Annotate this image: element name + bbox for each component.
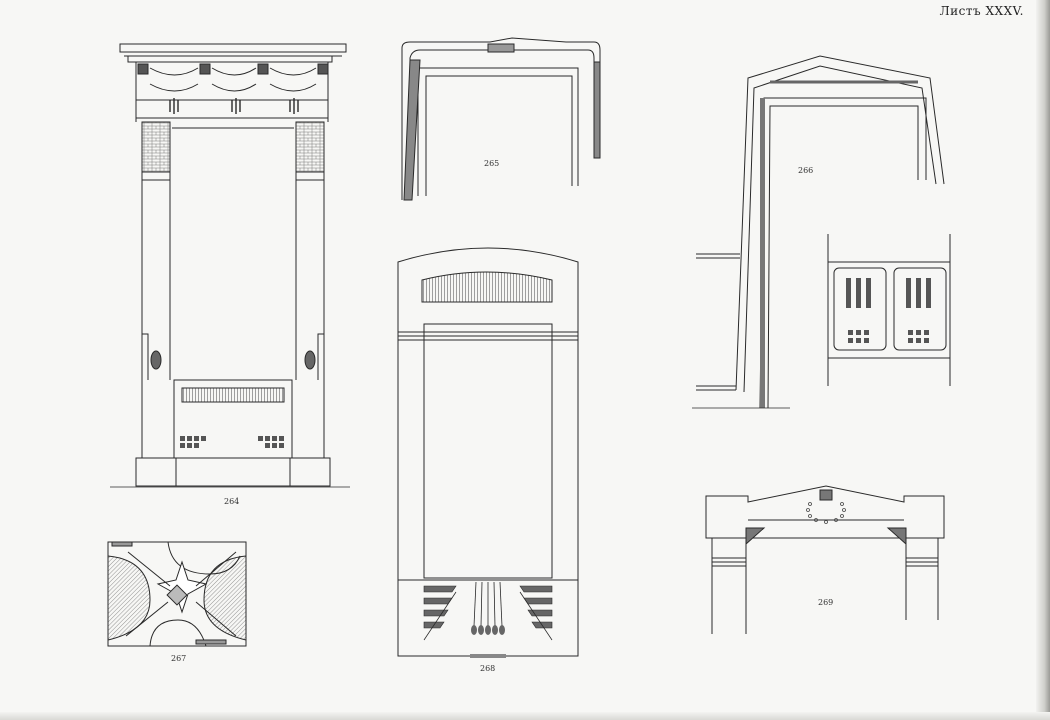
figure-264	[110, 43, 350, 488]
figure-268	[397, 247, 579, 658]
figure-265	[401, 37, 601, 201]
figure-267	[107, 541, 247, 647]
figure-266	[692, 55, 945, 409]
figure-268-number: 268	[480, 664, 495, 673]
figure-267-number: 267	[171, 654, 186, 663]
sheet-bottom-edge	[0, 712, 1050, 720]
plate-label: Листъ XXXV.	[939, 4, 1024, 18]
figure-269-number: 269	[818, 598, 833, 607]
figure-265-number: 265	[484, 159, 499, 168]
figure-264-number: 264	[224, 497, 239, 506]
figure-269	[705, 485, 945, 634]
figure-266-number: 266	[798, 166, 813, 175]
sheet-right-edge	[1036, 0, 1050, 720]
panel-detail	[827, 234, 951, 386]
